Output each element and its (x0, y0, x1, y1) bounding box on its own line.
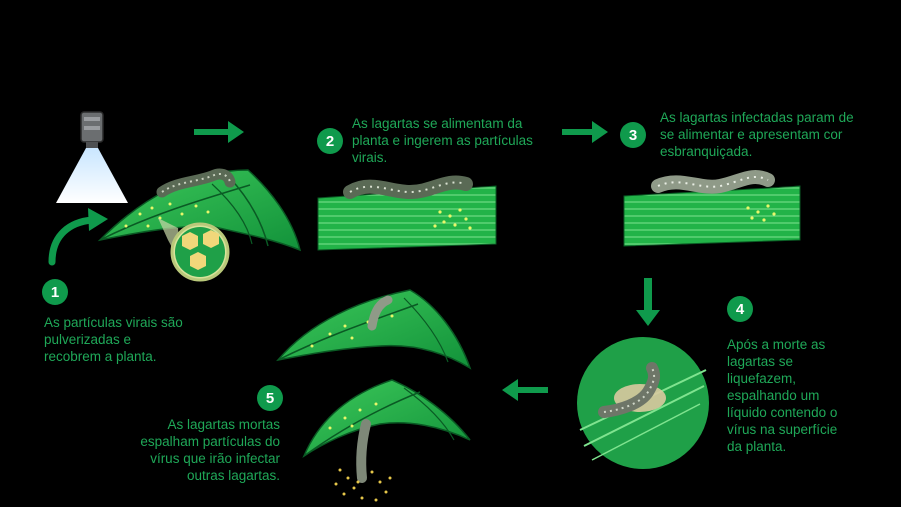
arrow-right-icon (194, 121, 244, 143)
caption-line: se alimentar e apresentam cor (660, 127, 843, 142)
caption-line: vírus que irão infectar (150, 451, 280, 466)
caption-line: planta e ingerem as partículas (352, 133, 533, 148)
step-2-caption: As lagartas se alimentam da planta e ing… (352, 115, 533, 166)
caption-line: recobrem a planta. (44, 349, 157, 364)
caption-line: espalhando um (727, 388, 820, 403)
arrow-left-icon (502, 379, 548, 401)
step-5-badge: 5 (257, 385, 283, 411)
caption-line: pulverizadas e (44, 332, 132, 347)
step-5-caption: As lagartas mortas espalham partículas d… (140, 416, 280, 484)
step-2-badge: 2 (317, 128, 343, 154)
caption-line: vírus na superfície (727, 422, 838, 437)
step-3-badge: 3 (620, 122, 646, 148)
caption-line: liquefazem, (727, 371, 797, 386)
caterpillar-icon (343, 175, 473, 200)
sprayer-icon (56, 111, 128, 203)
curved-arrow-icon (48, 208, 108, 266)
caterpillar-icon (156, 168, 236, 198)
caption-line: As lagartas infectadas param de (660, 110, 854, 125)
step-1-badge: 1 (42, 279, 68, 305)
caption-line: líquido contendo o (727, 405, 838, 420)
leaf-icon (302, 379, 471, 459)
caterpillar-icon (356, 419, 371, 483)
caption-line: As partículas virais são (44, 315, 183, 330)
leaf-icon (623, 185, 801, 247)
virus-particle-icon (158, 218, 230, 282)
step-4-caption: Após a morte as lagartas se liquefazem, … (727, 336, 837, 455)
caption-line: lagartas se (727, 354, 794, 369)
arrow-right-icon (562, 121, 608, 143)
arrow-down-icon (636, 278, 660, 326)
caption-line: outras lagartas. (186, 468, 280, 483)
step-4-badge: 4 (727, 296, 753, 322)
step-3-caption: As lagartas infectadas param de se alime… (660, 109, 854, 160)
caption-line: As lagartas se alimentam da (352, 116, 523, 131)
caterpillar-icon (598, 362, 666, 418)
step-1-caption: As partículas virais são pulverizadas e … (44, 314, 183, 365)
caption-line: espalham partículas do (140, 434, 280, 449)
caterpillar-icon (651, 170, 775, 194)
caption-line: esbranquiçada. (660, 144, 753, 159)
caterpillar-icon (367, 295, 393, 331)
caption-line: As lagartas mortas (167, 417, 280, 432)
caption-line: da planta. (727, 439, 787, 454)
caption-line: Após a morte as (727, 337, 826, 352)
caption-line: virais. (352, 150, 388, 165)
virus-particle-icon (334, 468, 392, 502)
